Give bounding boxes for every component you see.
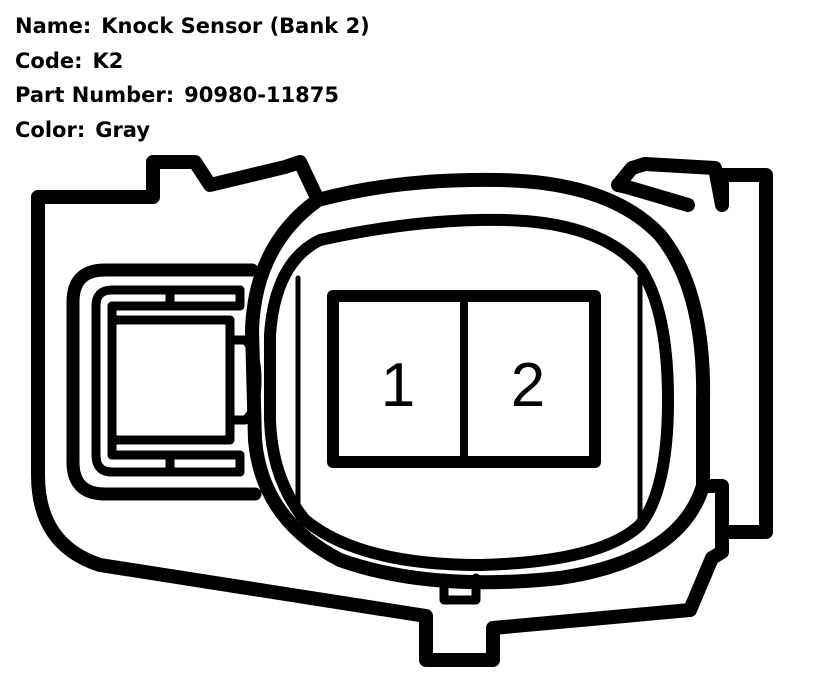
key-tab (439, 573, 481, 605)
name-value: Knock Sensor (Bank 2) (101, 14, 370, 38)
color-label: Color: (15, 117, 86, 142)
name-label: Name: (15, 14, 92, 38)
name-row: Name: Knock Sensor (Bank 2) (15, 9, 370, 44)
plug-boss-outer (245, 172, 711, 590)
latch-body (107, 315, 235, 445)
plug-boss-inner (264, 213, 674, 571)
connector-info: Name: Knock Sensor (Bank 2) Code: K2 Part … (15, 9, 370, 147)
code-value: K2 (92, 48, 124, 73)
pin-1-label: 1 (381, 351, 415, 420)
latch-frame-inner (91, 285, 245, 477)
color-row: Color: Gray (15, 113, 370, 148)
latch-bump (227, 335, 262, 425)
part-number-row: Part Number: 90980-11875 (15, 78, 370, 113)
pin-2-label: 2 (511, 351, 545, 420)
latch-frame-outer (66, 263, 262, 501)
housing-outline (31, 155, 773, 667)
color-value: Gray (95, 117, 151, 142)
part-number-label: Part Number: (15, 83, 175, 107)
part-number-value: 90980-11875 (184, 83, 339, 107)
code-label: Code: (15, 48, 83, 73)
code-row: Code: K2 (15, 44, 370, 79)
